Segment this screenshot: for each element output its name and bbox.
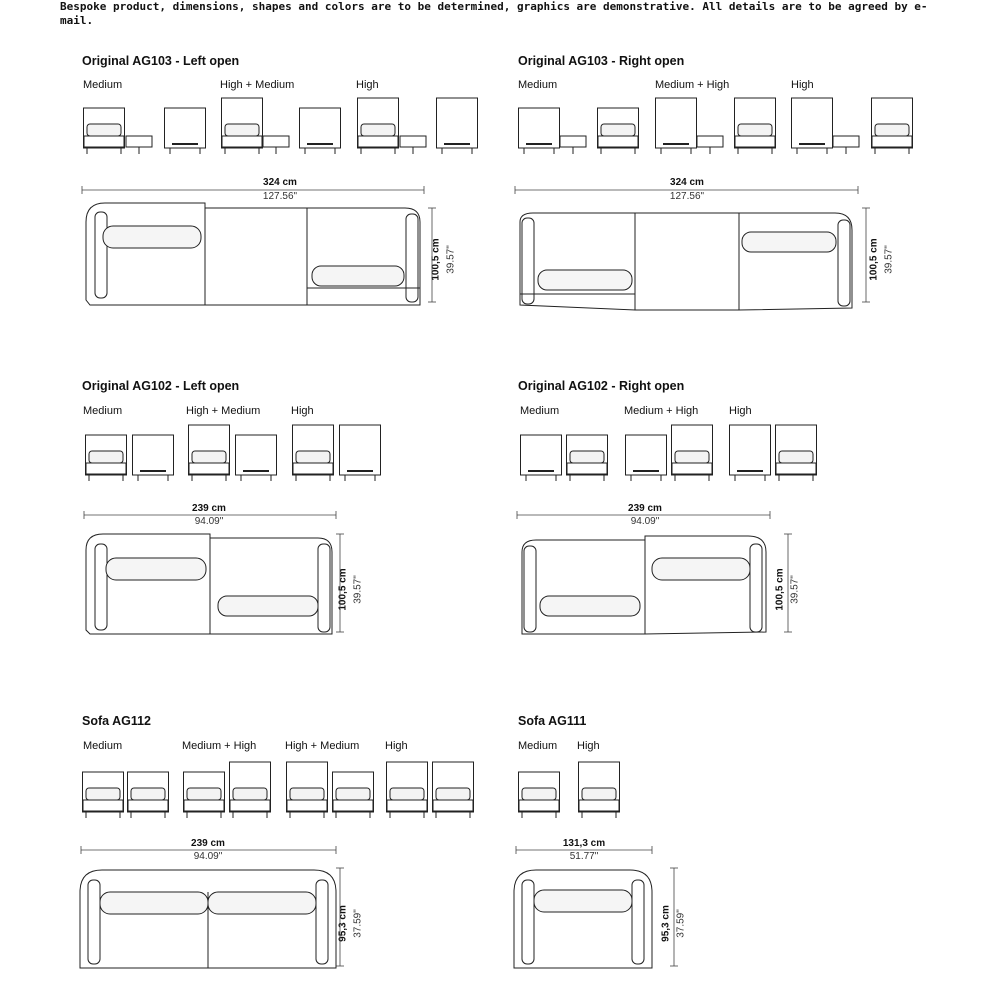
variant-label: High + Medium <box>186 405 261 417</box>
section-title-ag103-left: Original AG103 - Left open <box>82 54 240 68</box>
variant-label: High <box>291 405 314 417</box>
width-inch-label: 94.09" <box>193 851 223 862</box>
variant-label: Medium + High <box>655 79 730 91</box>
section-title-ag102-right: Original AG102 - Right open <box>518 379 685 393</box>
width-inch-label: 94.09" <box>630 516 660 527</box>
width-cm-label: 239 cm <box>191 838 225 849</box>
variant-label: Medium <box>520 405 560 417</box>
section-title-ag112: Sofa AG112 <box>82 714 152 728</box>
width-cm-label: 239 cm <box>192 503 226 514</box>
variant-label: Medium + High <box>182 740 257 752</box>
variant-label: Medium <box>518 79 558 91</box>
variant-label: High + Medium <box>285 740 360 752</box>
variant-label: High <box>385 740 408 752</box>
width-cm-label: 324 cm <box>670 177 704 188</box>
width-cm-label: 131,3 cm <box>562 838 606 849</box>
variant-label: Medium + High <box>624 405 699 417</box>
section-title-ag103-right: Original AG103 - Right open <box>518 54 685 68</box>
width-inch-label: 51.77" <box>569 851 599 862</box>
section-title-ag111: Sofa AG111 <box>518 714 587 728</box>
width-inch-label: 94.09" <box>194 516 224 527</box>
variant-label: Medium <box>518 740 558 752</box>
width-cm-label: 324 cm <box>263 177 297 188</box>
variant-label: Medium <box>83 740 123 752</box>
variant-label: Medium <box>83 405 123 417</box>
variant-label: Medium <box>83 79 123 91</box>
section-title-ag102-left: Original AG102 - Left open <box>82 379 240 393</box>
width-inch-label: 127.56" <box>262 191 298 202</box>
variant-label: High <box>791 79 814 91</box>
width-inch-label: 127.56" <box>669 191 705 202</box>
variant-label: High <box>729 405 752 417</box>
variant-label: High <box>577 740 600 752</box>
variant-label: High + Medium <box>220 79 295 91</box>
variant-label: High <box>356 79 379 91</box>
disclaimer-text: Bespoke product, dimensions, shapes and … <box>60 0 928 27</box>
width-cm-label: 239 cm <box>628 503 662 514</box>
